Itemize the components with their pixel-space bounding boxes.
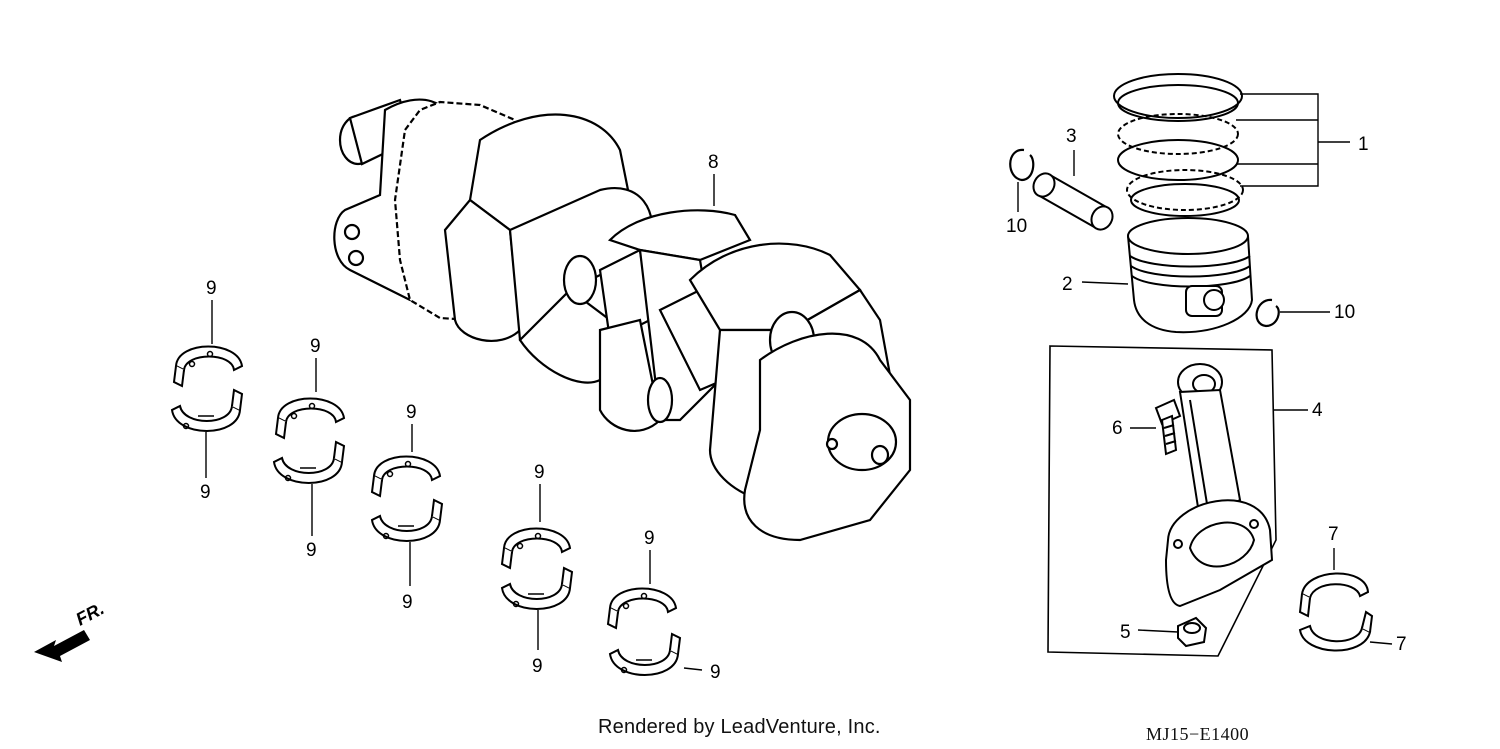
connecting-rod[interactable] bbox=[1164, 363, 1274, 608]
callout-clip-left: 10 bbox=[1006, 216, 1027, 237]
main-bearing-5-lower[interactable] bbox=[609, 633, 681, 676]
rod-bearing-upper[interactable] bbox=[1298, 572, 1370, 618]
clip-left[interactable] bbox=[1009, 148, 1035, 182]
crankshaft[interactable] bbox=[333, 98, 912, 542]
direction-label: FR. bbox=[72, 598, 107, 629]
callout-main-bearing-4-lower: 9 bbox=[532, 656, 543, 677]
connecting-rod-box bbox=[1047, 345, 1277, 657]
callout-piston-pin: 3 bbox=[1066, 126, 1077, 147]
piston-rings[interactable] bbox=[1113, 73, 1244, 217]
callout-main-bearing-4-upper: 9 bbox=[534, 462, 545, 483]
callout-main-bearing-3-lower: 9 bbox=[402, 592, 413, 613]
main-bearing-2-upper[interactable] bbox=[275, 397, 345, 439]
main-bearing-1-lower[interactable] bbox=[171, 389, 243, 432]
callout-rod-bearing-upper: 7 bbox=[1328, 524, 1339, 545]
rod-bolt[interactable] bbox=[1154, 398, 1182, 456]
main-bearing-4-upper[interactable] bbox=[501, 527, 571, 569]
front-direction-arrow: FR. bbox=[34, 598, 107, 662]
callout-piston-rings: 1 bbox=[1358, 134, 1369, 155]
callout-main-bearing-5-lower: 9 bbox=[710, 662, 721, 683]
callout-connecting-rod: 4 bbox=[1312, 400, 1323, 421]
main-bearing-2-lower[interactable] bbox=[273, 441, 345, 484]
callout-crankshaft: 8 bbox=[708, 152, 719, 173]
rendered-by-credit: Rendered by LeadVenture, Inc. bbox=[598, 716, 881, 738]
main-bearing-5-upper[interactable] bbox=[607, 587, 677, 629]
main-bearing-1-upper[interactable] bbox=[173, 345, 243, 387]
callout-labels: 1 2 3 4 5 6 7 7 8 9 9 9 9 9 9 9 9 9 9 10… bbox=[200, 126, 1407, 683]
piston[interactable] bbox=[1126, 217, 1254, 334]
main-bearing-3-lower[interactable] bbox=[371, 499, 443, 542]
rod-bearing-lower[interactable] bbox=[1298, 610, 1374, 652]
callout-piston: 2 bbox=[1062, 274, 1073, 295]
main-bearing-3-upper[interactable] bbox=[371, 455, 441, 497]
callout-main-bearing-1-lower: 9 bbox=[200, 482, 211, 503]
callout-main-bearing-1-upper: 9 bbox=[206, 278, 217, 299]
rod-nut[interactable] bbox=[1177, 616, 1208, 648]
callout-main-bearing-5-upper: 9 bbox=[644, 528, 655, 549]
callout-rod-bearing-lower: 7 bbox=[1396, 634, 1407, 655]
clip-right[interactable] bbox=[1255, 298, 1280, 328]
callout-rod-bolt: 6 bbox=[1112, 418, 1123, 439]
leader-lines bbox=[205, 93, 1393, 671]
callout-clip-right: 10 bbox=[1334, 302, 1355, 323]
piston-pin[interactable] bbox=[1029, 170, 1116, 234]
callout-main-bearing-3-upper: 9 bbox=[406, 402, 417, 423]
callout-rod-nut: 5 bbox=[1120, 622, 1131, 643]
callout-main-bearing-2-upper: 9 bbox=[310, 336, 321, 357]
main-bearing-4-lower[interactable] bbox=[501, 567, 573, 610]
callout-main-bearing-2-lower: 9 bbox=[306, 540, 317, 561]
diagram-code: MJ15−E1400 bbox=[1146, 724, 1250, 744]
